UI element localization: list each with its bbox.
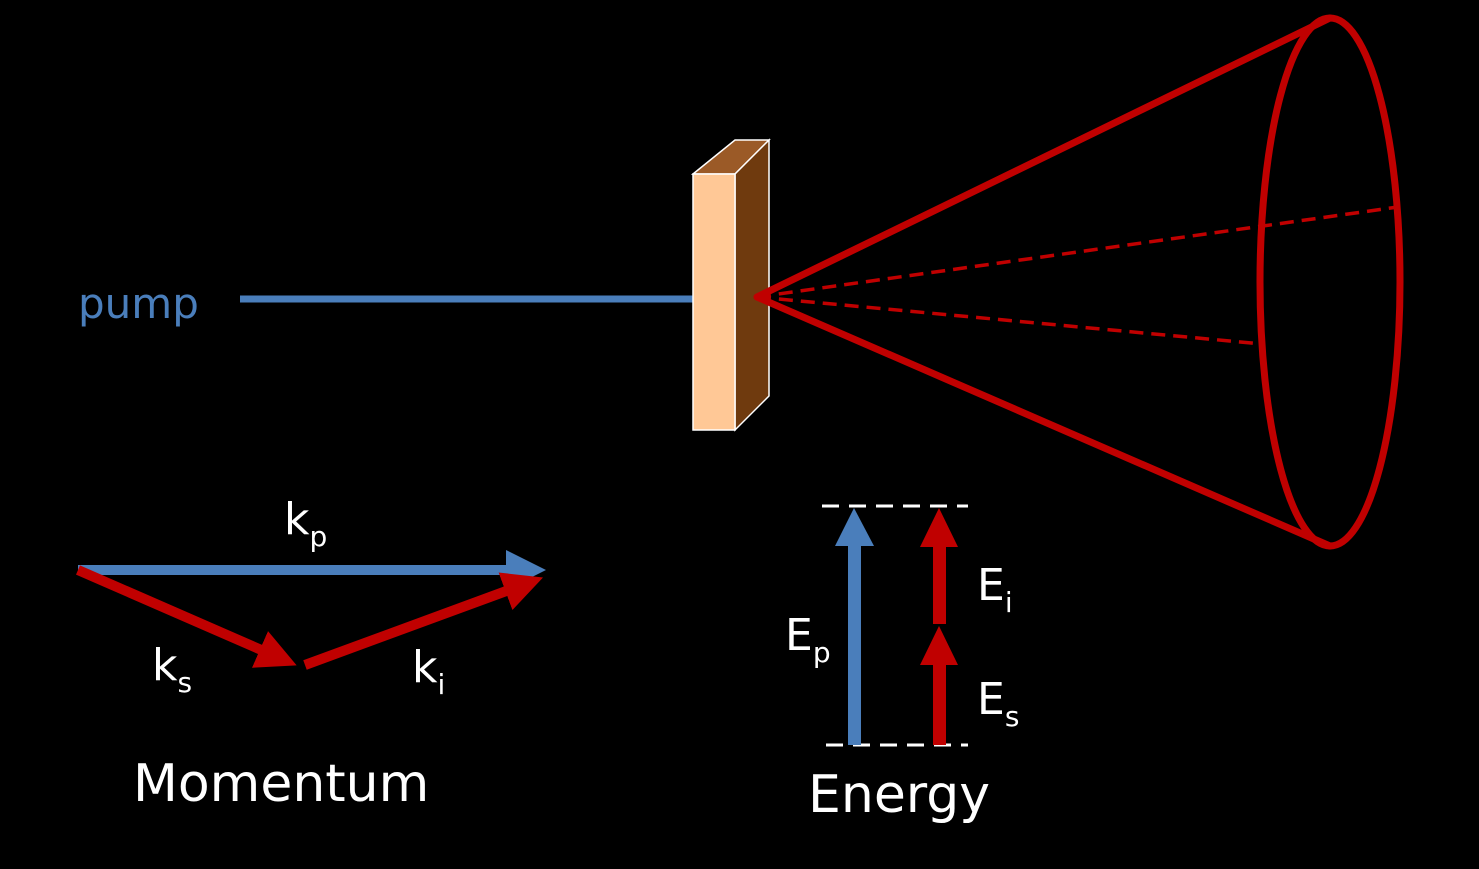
momentum-title: Momentum bbox=[133, 754, 429, 814]
crystal bbox=[690, 138, 771, 432]
ep-arrow-head bbox=[835, 508, 874, 546]
pump-label: pump bbox=[78, 279, 199, 328]
ei-arrow-shaft bbox=[933, 546, 946, 624]
signal-ray-dashed bbox=[756, 205, 1399, 299]
kp-label: kp bbox=[284, 494, 327, 553]
ep-label: Ep bbox=[785, 610, 831, 669]
crystal-front-face bbox=[692, 173, 736, 431]
es-label: Es bbox=[977, 674, 1019, 733]
momentum-diagram: kp ks ki Momentum bbox=[76, 494, 546, 814]
idler-ray-dashed bbox=[756, 295, 1263, 346]
cone-upper-edge bbox=[753, 14, 1334, 301]
ei-label: Ei bbox=[977, 560, 1013, 619]
ei-arrow-head bbox=[920, 508, 958, 547]
emission-cone bbox=[753, 14, 1404, 550]
energy-diagram: Ep Ei Es Energy bbox=[785, 504, 1019, 825]
cone-lower-edge bbox=[753, 293, 1334, 550]
cone-ring bbox=[1256, 14, 1404, 550]
es-arrow-shaft bbox=[933, 664, 946, 745]
crystal-side-face bbox=[734, 138, 770, 432]
ki-label: ki bbox=[412, 642, 445, 701]
ks-arrow bbox=[76, 565, 297, 668]
ks-label: ks bbox=[152, 640, 192, 699]
ki-arrow bbox=[303, 572, 544, 670]
energy-title: Energy bbox=[808, 765, 990, 825]
ep-arrow-shaft bbox=[848, 545, 861, 745]
es-arrow-head bbox=[920, 626, 958, 665]
